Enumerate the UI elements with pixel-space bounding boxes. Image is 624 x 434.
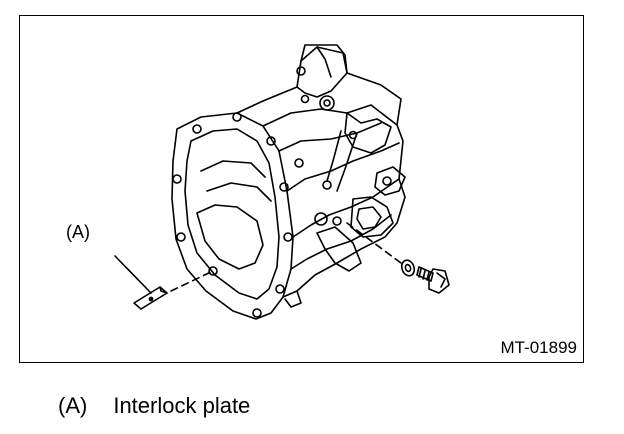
- callout-leader-line: [114, 255, 152, 294]
- legend-text: Interlock plate: [113, 393, 251, 418]
- callout-label-a: (A): [66, 222, 90, 242]
- legend: (A) Interlock plate: [58, 393, 250, 419]
- transmission-case: [171, 44, 406, 320]
- figure-id: MT-01899: [500, 338, 577, 357]
- washer-and-bolt: [346, 222, 450, 294]
- transmission-case-drawing: [114, 44, 450, 320]
- figure-frame: MT-01899: [19, 15, 584, 363]
- interlock-plate: [133, 286, 168, 310]
- install-line-plate: [170, 270, 214, 292]
- legend-key: (A): [58, 393, 88, 418]
